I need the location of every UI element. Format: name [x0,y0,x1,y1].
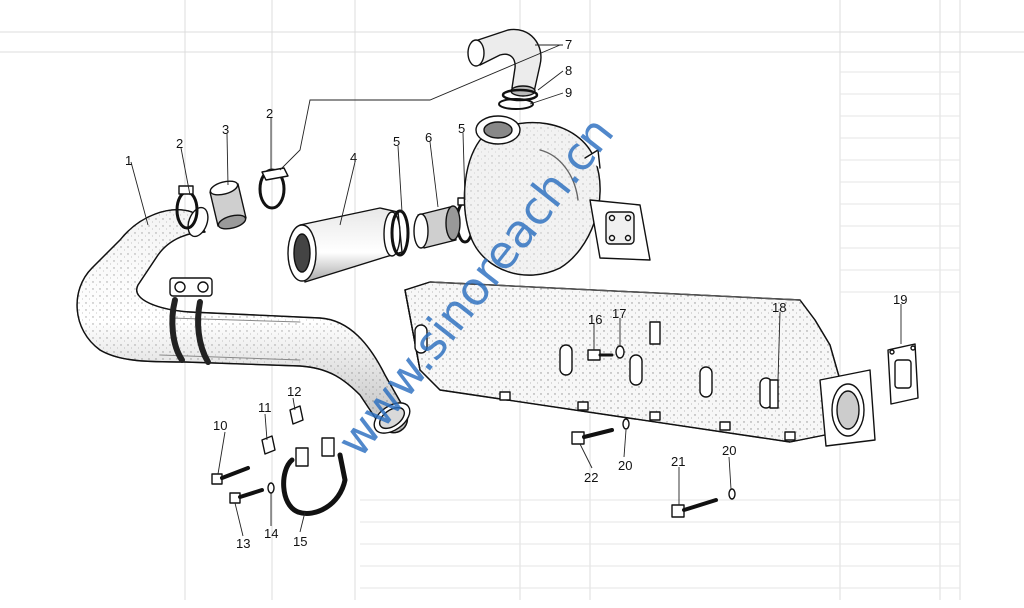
bolt [671,498,718,518]
callout-label-15: 15 [293,534,307,549]
bolt [571,428,614,445]
pipe-clamp-bracket [169,277,213,365]
hose-clamp [258,167,289,210]
washer [622,418,630,430]
bolt [211,466,250,485]
callout-label-12: 12 [287,384,301,399]
callout-label-19: 19 [893,292,907,307]
callout-label-5: 5 [458,121,465,136]
callout-label-11: 11 [258,400,272,415]
callout-label-20: 20 [618,458,632,473]
conical-reducer [287,207,403,283]
washer [615,345,625,359]
callout-label-3: 3 [222,122,229,137]
callout-label-10: 10 [213,418,227,433]
washer [267,482,275,494]
callout-label-16: 16 [588,312,602,327]
callout-label-22: 22 [584,470,598,485]
elbow-hose [467,28,542,97]
spacer-sleeve [289,405,304,425]
callout-label-8: 8 [565,63,572,78]
hose-clamp [390,209,410,257]
callout-label-7: 7 [565,37,572,52]
callout-labels: 1 2 2 3 4 5 5 6 7 8 9 10 11 12 13 14 15 … [125,37,907,551]
hose-clamp [175,185,199,230]
callout-label-14: 14 [264,526,278,541]
callout-label-13: 13 [236,536,250,551]
leader-lines [130,44,902,537]
callout-label-4: 4 [350,150,357,165]
callout-label-2: 2 [266,106,273,121]
bolt [229,488,264,504]
callout-label-5: 5 [393,134,400,149]
callout-label-21: 21 [671,454,685,469]
washer [728,488,736,500]
turbocharger [463,115,651,276]
callout-label-9: 9 [565,85,572,100]
callout-label-18: 18 [772,300,786,315]
pipe-clamp [281,437,348,516]
exhaust-manifold [404,281,876,447]
rubber-hose [413,205,461,249]
callout-label-2: 2 [176,136,183,151]
rubber-hose-sleeve [209,180,247,230]
callout-label-17: 17 [612,306,626,321]
intake-pipe [76,206,411,434]
callout-label-6: 6 [425,130,432,145]
callout-label-1: 1 [125,153,132,168]
callout-label-20: 20 [722,443,736,458]
o-ring [498,98,534,110]
spacer-sleeve [261,435,276,455]
gasket [887,343,919,405]
